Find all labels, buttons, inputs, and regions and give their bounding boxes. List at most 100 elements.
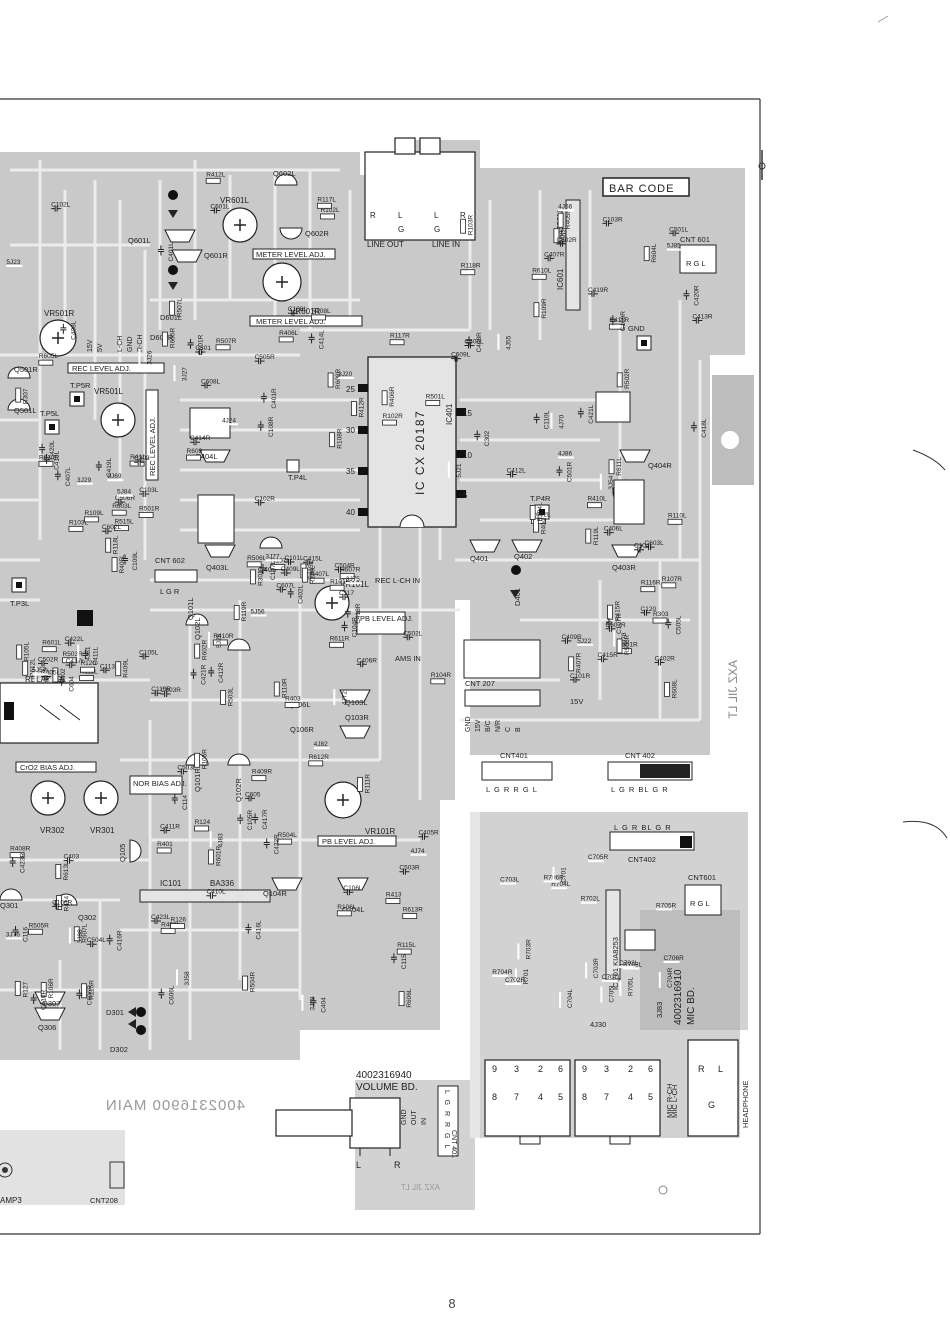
capacitor-c606l: C606L [158, 985, 175, 1005]
svg-text:Q602R: Q602R [305, 229, 329, 238]
resistor-r505r: R505R [28, 922, 49, 935]
svg-text:PB LEVEL ADJ.: PB LEVEL ADJ. [322, 837, 375, 846]
svg-text:4J30: 4J30 [590, 1020, 606, 1029]
capacitor-c418r: C418R [344, 603, 362, 624]
jumper-3j20: 3J20 [338, 371, 355, 379]
capacitor-label: C405L [41, 670, 61, 677]
capacitor-label: C113 [100, 663, 115, 670]
resistor-label: R116R [641, 580, 661, 587]
capacitor-c502l: C502L [403, 630, 423, 641]
jumper-3j76: 3J76 [5, 931, 22, 940]
jumper-label: 3J78 [621, 632, 628, 646]
svg-text:3: 3 [514, 1064, 519, 1074]
svg-text:Q101L: Q101L [186, 597, 195, 620]
svg-text:Q402: Q402 [514, 552, 532, 561]
resistor-label: R507L [176, 298, 183, 318]
resistor-label: R115L [397, 942, 416, 949]
capacitor-label: C422R [274, 834, 281, 855]
capacitor-c409l: C409L [280, 566, 300, 576]
svg-text:15V: 15V [87, 339, 94, 352]
jumper-label: 3J88 [77, 929, 84, 943]
mic-part-c707l: C707L [601, 974, 621, 982]
capacitor-c120: C120 [640, 606, 656, 616]
jumper-3j29: 3J29 [77, 477, 94, 485]
capacitor-label: C609L [451, 352, 471, 359]
resistor-label: R613R [403, 907, 424, 914]
capacitor-c411r: C411R [160, 823, 180, 834]
resistor-label: R111R [365, 774, 372, 794]
capacitor-label: C110L [544, 410, 551, 429]
resistor-label: R612L [30, 658, 37, 678]
svg-text:4002316940: 4002316940 [356, 1070, 412, 1081]
svg-text:G: G [398, 225, 404, 234]
capacitor-label: C415L [303, 555, 323, 562]
resistor-r609: R609 [186, 448, 202, 461]
resistor-label: R407L [310, 571, 330, 578]
resistor-r601l: R601L [41, 640, 62, 653]
jumper-4j66: 4J66 [558, 203, 575, 212]
capacitor-layer: C601LC601RC602LC602RC603LC603RC604C605C6… [9, 202, 713, 1013]
capacitor-label: C504L [87, 937, 107, 944]
resistor-r503l: R503L [220, 687, 235, 706]
capacitor-label: C105L [139, 649, 159, 656]
mic-part-label: C702L [619, 960, 639, 967]
resistor-label: R102R [383, 413, 404, 420]
ic401-label: IC401 [445, 403, 454, 425]
capacitor-label: C408L [70, 320, 77, 340]
resistor-r404: R404 [533, 517, 547, 534]
resistor-r301: R301 [250, 569, 264, 586]
svg-text:VR101L: VR101L [340, 580, 369, 589]
capacitor-c609l: C609L [451, 352, 471, 362]
resistor-r110r: R110R [273, 678, 288, 698]
svg-text:REC LEVEL ADJ.: REC LEVEL ADJ. [72, 364, 131, 373]
capacitor-label: C603L [645, 540, 665, 547]
svg-text:D302: D302 [110, 1045, 128, 1054]
capacitor-c416l: C416L [245, 920, 262, 940]
resistor-label: R408R [10, 846, 31, 853]
mic-part-c705r: C705R [587, 854, 608, 863]
resistor-r601r: R601R [208, 845, 223, 866]
resistor-label: R119R [241, 601, 248, 621]
svg-text:AXZ JIL LT: AXZ JIL LT [401, 1183, 440, 1192]
right-edge-strip [712, 375, 754, 485]
capacitor-label: C101R [570, 673, 591, 680]
pot-centers [42, 219, 632, 806]
resistor-r124: R124 [194, 819, 211, 832]
capacitor-label: C605 [245, 791, 261, 798]
svg-text:R: R [370, 211, 376, 220]
resistor-label: R117L [317, 196, 336, 203]
svg-text:Q404R: Q404R [648, 461, 672, 470]
resistor-r117r: R117R [389, 333, 410, 346]
capacitor-c412r: C412R [208, 662, 225, 683]
resistor-label: R107R [662, 576, 683, 583]
capacitor-label: C602L [102, 524, 122, 531]
jumper-label: 4J82 [314, 741, 328, 748]
capacitor-label: C411L [92, 646, 99, 665]
mic-part-c704l: C704L [559, 989, 574, 1009]
capacitor-label: C505R [255, 354, 276, 361]
mic-part-r701: R701 [514, 968, 530, 985]
resistor-r607l: R607L [73, 923, 88, 943]
svg-text:L: L [718, 1064, 723, 1074]
jumper-label: 4J24 [222, 417, 236, 424]
resistor-label: R406L [279, 330, 299, 337]
resistor-r103l: R103L [68, 519, 89, 532]
capacitor-c116: C116 [12, 926, 30, 942]
svg-text:Q101R: Q101R [193, 768, 202, 792]
capacitor-c603l: C603L [644, 540, 665, 551]
capacitor-c422l: C422L [64, 636, 84, 647]
svg-text:25: 25 [346, 385, 355, 394]
capacitor-c604: C604 [58, 675, 76, 692]
jumper-4j74: 4J74 [410, 848, 427, 856]
resistor-label: R409R [252, 769, 273, 776]
capacitor-c607l: C607L [276, 583, 296, 593]
svg-text:8: 8 [582, 1092, 587, 1102]
svg-text:30: 30 [346, 426, 355, 435]
svg-text:VR601R: VR601R [290, 307, 320, 316]
svg-text:L G R R G L: L G R R G L [486, 785, 538, 794]
capacitor-label: C502R [38, 656, 59, 663]
capacitor-label: C419R [588, 287, 609, 294]
resistor-label: R506L [247, 555, 267, 562]
capacitor-c606r: C606R [76, 985, 93, 1005]
resistor-r611r: R611R [329, 635, 350, 648]
